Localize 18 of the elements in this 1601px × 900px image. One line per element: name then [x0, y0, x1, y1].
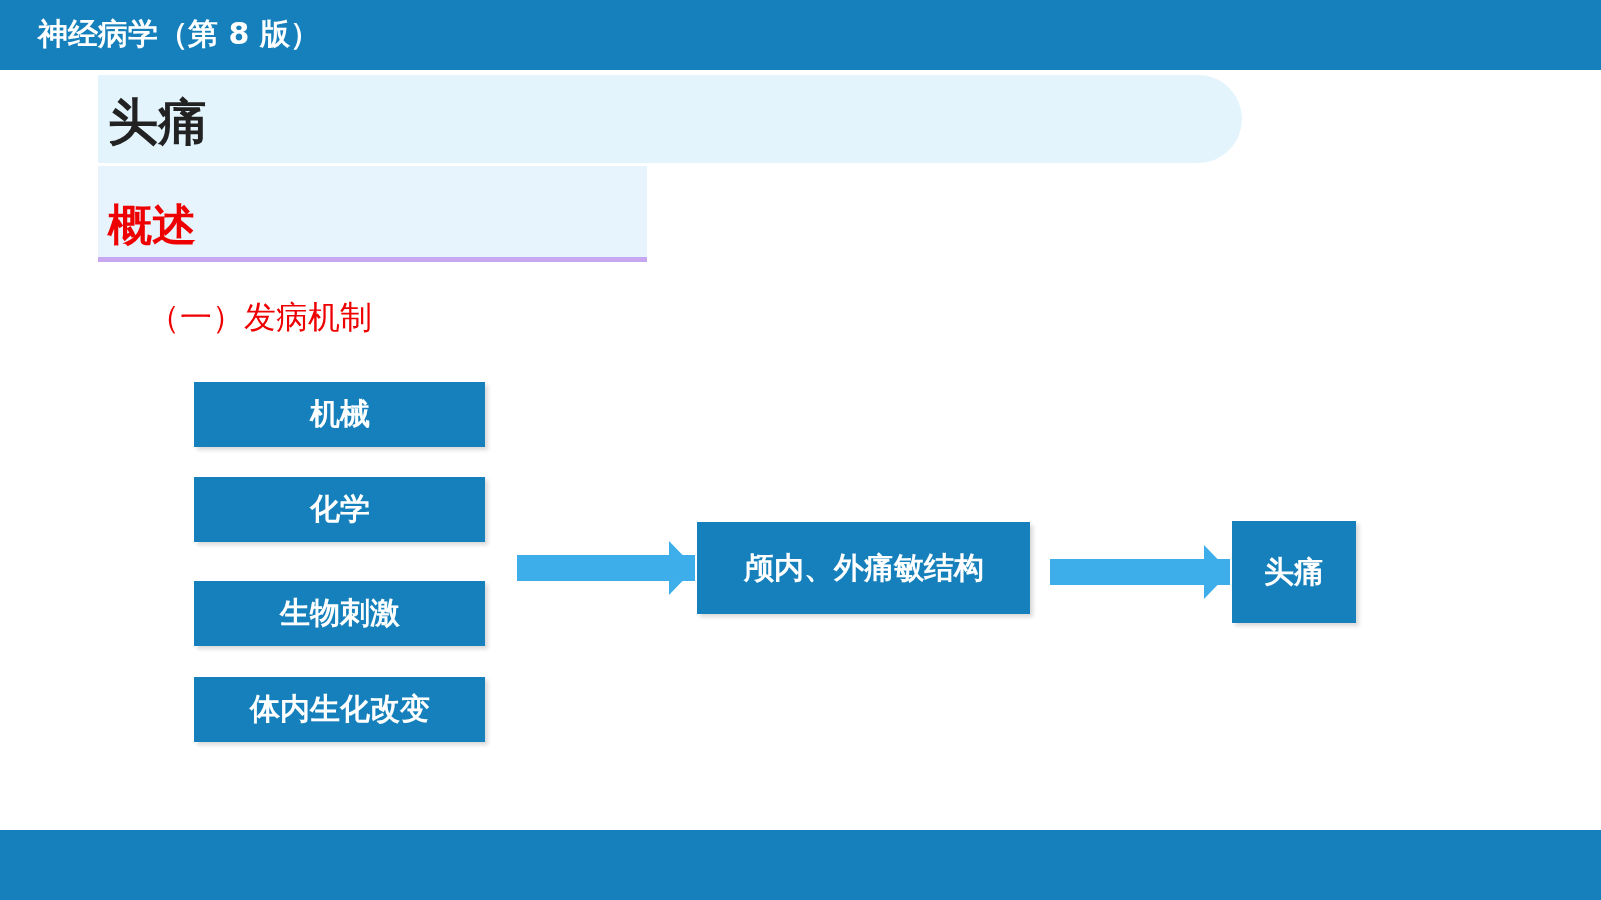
box-label: 化学	[309, 490, 370, 528]
process-box	[697, 522, 1030, 614]
process-box	[1232, 521, 1356, 623]
header-title: 神经病学（第 8 版）	[38, 15, 320, 53]
box-label: 体内生化改变	[249, 690, 430, 728]
box-label: 生物刺激	[279, 594, 400, 632]
block-arrow	[517, 541, 695, 595]
process-box	[194, 382, 485, 447]
subsection-heading: （一）发病机制	[148, 297, 372, 338]
section-heading: 概述	[108, 198, 196, 252]
process-box	[194, 677, 485, 742]
block-arrow	[1050, 545, 1230, 599]
process-box	[194, 581, 485, 646]
process-box	[194, 477, 485, 542]
box-label: 机械	[309, 395, 370, 433]
page-heading: 头痛	[108, 92, 208, 153]
box-label: 颅内、外痛敏结构	[743, 548, 984, 587]
box-label: 头痛	[1264, 552, 1324, 591]
